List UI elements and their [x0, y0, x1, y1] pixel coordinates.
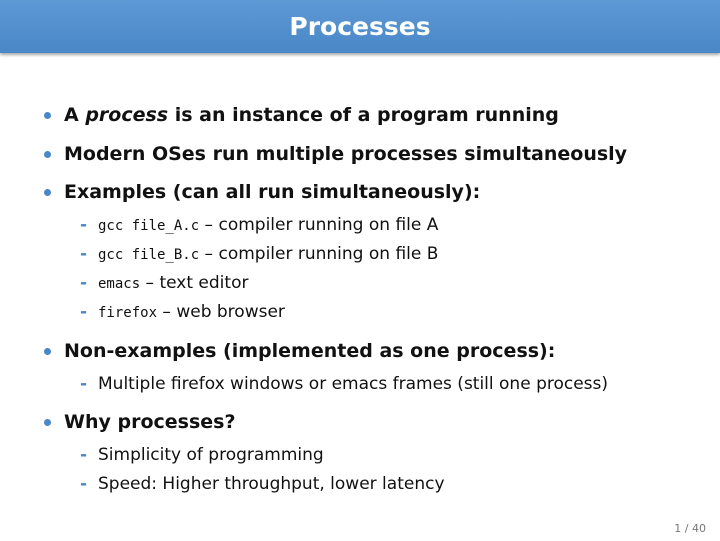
sub-item-simplicity: - Simplicity of programming	[80, 444, 324, 466]
bullet-dot-icon	[44, 348, 51, 355]
sub-item-firefox: - firefox – web browser	[80, 301, 285, 324]
separator: –	[140, 273, 160, 293]
dash-icon: -	[80, 302, 88, 322]
bullet-text-post: is an instance of a program running	[168, 104, 559, 126]
bullet-text: Why processes?	[64, 411, 236, 433]
bullet-item-modern-oses: Modern OSes run multiple processes simul…	[44, 142, 628, 166]
code-text: emacs	[98, 276, 141, 292]
sub-text: compiler running on file B	[218, 244, 439, 264]
dash-icon: -	[80, 273, 88, 293]
sub-text: text editor	[159, 273, 249, 293]
code-text: gcc file_B.c	[98, 247, 200, 263]
sub-item-gcc-a: - gcc file_A.c – compiler running on fil…	[80, 214, 439, 237]
bullet-item-why-processes: Why processes?	[44, 410, 236, 434]
bullet-item-examples: Examples (can all run simultaneously):	[44, 180, 481, 204]
sub-item-gcc-b: - gcc file_B.c – compiler running on fil…	[80, 243, 439, 266]
dash-icon: -	[80, 215, 88, 235]
sub-item-speed: - Speed: Higher throughput, lower latenc…	[80, 473, 445, 495]
sub-text: Simplicity of programming	[98, 445, 324, 465]
dash-icon: -	[80, 374, 88, 394]
bullet-text: Examples (can all run simultaneously):	[64, 181, 481, 203]
bullet-dot-icon	[44, 112, 51, 119]
bullet-text: Modern OSes run multiple processes simul…	[64, 143, 628, 165]
bullet-dot-icon	[44, 419, 51, 426]
code-text: firefox	[98, 305, 158, 321]
slide-title: Processes	[289, 12, 431, 41]
separator: –	[157, 302, 177, 322]
slide-title-bar: Processes	[0, 0, 720, 53]
page-number: 1 / 40	[674, 522, 706, 535]
sub-text: Speed: Higher throughput, lower latency	[98, 474, 445, 494]
sub-text: web browser	[176, 302, 285, 322]
bullet-item-non-examples: Non-examples (implemented as one process…	[44, 339, 556, 363]
bullet-text: Non-examples (implemented as one process…	[64, 340, 556, 362]
dash-icon: -	[80, 445, 88, 465]
sub-text: Multiple firefox windows or emacs frames…	[98, 374, 609, 394]
code-text: gcc file_A.c	[98, 218, 200, 234]
separator: –	[199, 244, 219, 264]
bullet-dot-icon	[44, 151, 51, 158]
dash-icon: -	[80, 474, 88, 494]
separator: –	[199, 215, 219, 235]
sub-item-emacs: - emacs – text editor	[80, 272, 249, 295]
bullet-item-process-definition: A process is an instance of a program ru…	[44, 103, 559, 127]
bullet-text-emphasis: process	[85, 104, 169, 126]
bullet-text-pre: A	[64, 104, 86, 126]
sub-text: compiler running on file A	[218, 215, 439, 235]
bullet-dot-icon	[44, 189, 51, 196]
sub-item-multiple-windows: - Multiple firefox windows or emacs fram…	[80, 373, 609, 395]
dash-icon: -	[80, 244, 88, 264]
